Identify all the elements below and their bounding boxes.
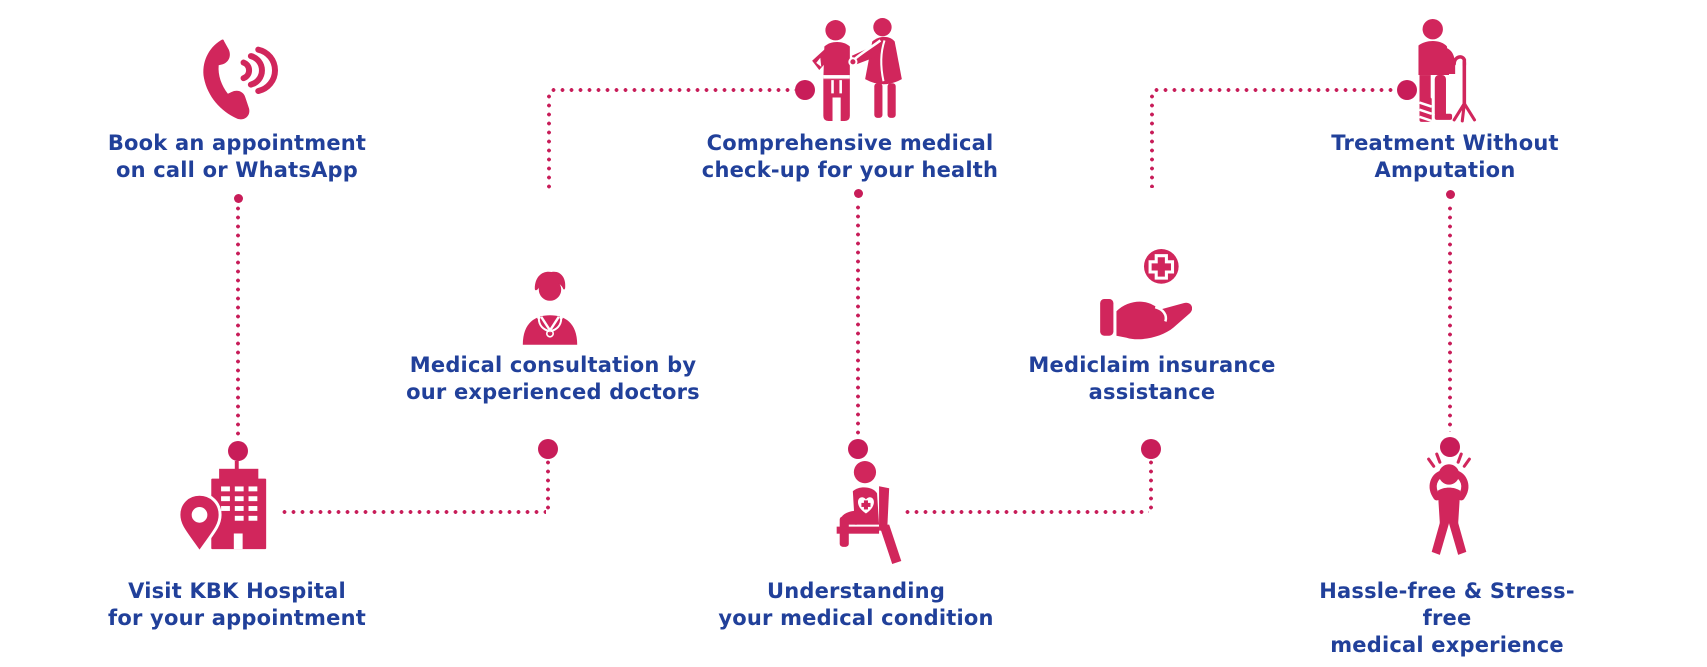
connector-start-dot-1 [234, 194, 243, 203]
connector-end-dot-6 [1397, 80, 1417, 100]
connector-end-dot-7 [1440, 437, 1460, 457]
step2-label: Visit KBK Hospital for your appointment [108, 579, 366, 630]
connector-line-step2-step3-h [280, 510, 546, 514]
connector-end-dot-3 [795, 80, 815, 100]
step1-label: Book an appointment on call or WhatsApp [107, 131, 367, 182]
phone-call-icon [192, 33, 284, 127]
connector-line-step2-step3-v [546, 458, 550, 510]
hospital-location-pin-icon [176, 458, 274, 558]
connector-end-dot-4 [848, 439, 868, 459]
connector-end-dot-2 [538, 439, 558, 459]
medical-checkup-icon [806, 18, 910, 124]
connector-line-step6-step7-v [1150, 92, 1154, 188]
hand-medical-insurance-icon [1098, 246, 1192, 352]
connector-line-step5-step6-h [903, 510, 1149, 514]
connector-line-step1-step2 [236, 204, 240, 438]
step8-label: Hassle-free & Stress-free medical experi… [1319, 579, 1575, 657]
step6-label: Mediclaim insurance assistance [1028, 353, 1276, 404]
connector-line-step3-step4-v [547, 92, 551, 190]
step7-label: Treatment Without Amputation [1331, 131, 1559, 182]
connector-line-step6-step7-h [1152, 88, 1397, 92]
connector-line-step7-step8 [1448, 204, 1452, 432]
patient-with-cane-icon [1396, 18, 1498, 126]
seated-patient-icon [834, 460, 908, 566]
connector-line-step3-step4-h [549, 88, 795, 92]
connector-start-dot-3 [1446, 190, 1455, 199]
doctor-icon [510, 268, 590, 348]
step5-label: Understanding your medical condition [718, 579, 994, 630]
connector-start-dot-2 [854, 189, 863, 198]
step4-label: Comprehensive medical check-up for your … [701, 131, 999, 182]
step3-label: Medical consultation by our experienced … [406, 353, 700, 404]
connector-end-dot-1 [228, 441, 248, 461]
connector-line-step4-step5 [856, 203, 860, 438]
connector-end-dot-5 [1141, 439, 1161, 459]
connector-line-step5-step6-v [1149, 458, 1153, 510]
stress-free-person-icon [1407, 450, 1491, 560]
